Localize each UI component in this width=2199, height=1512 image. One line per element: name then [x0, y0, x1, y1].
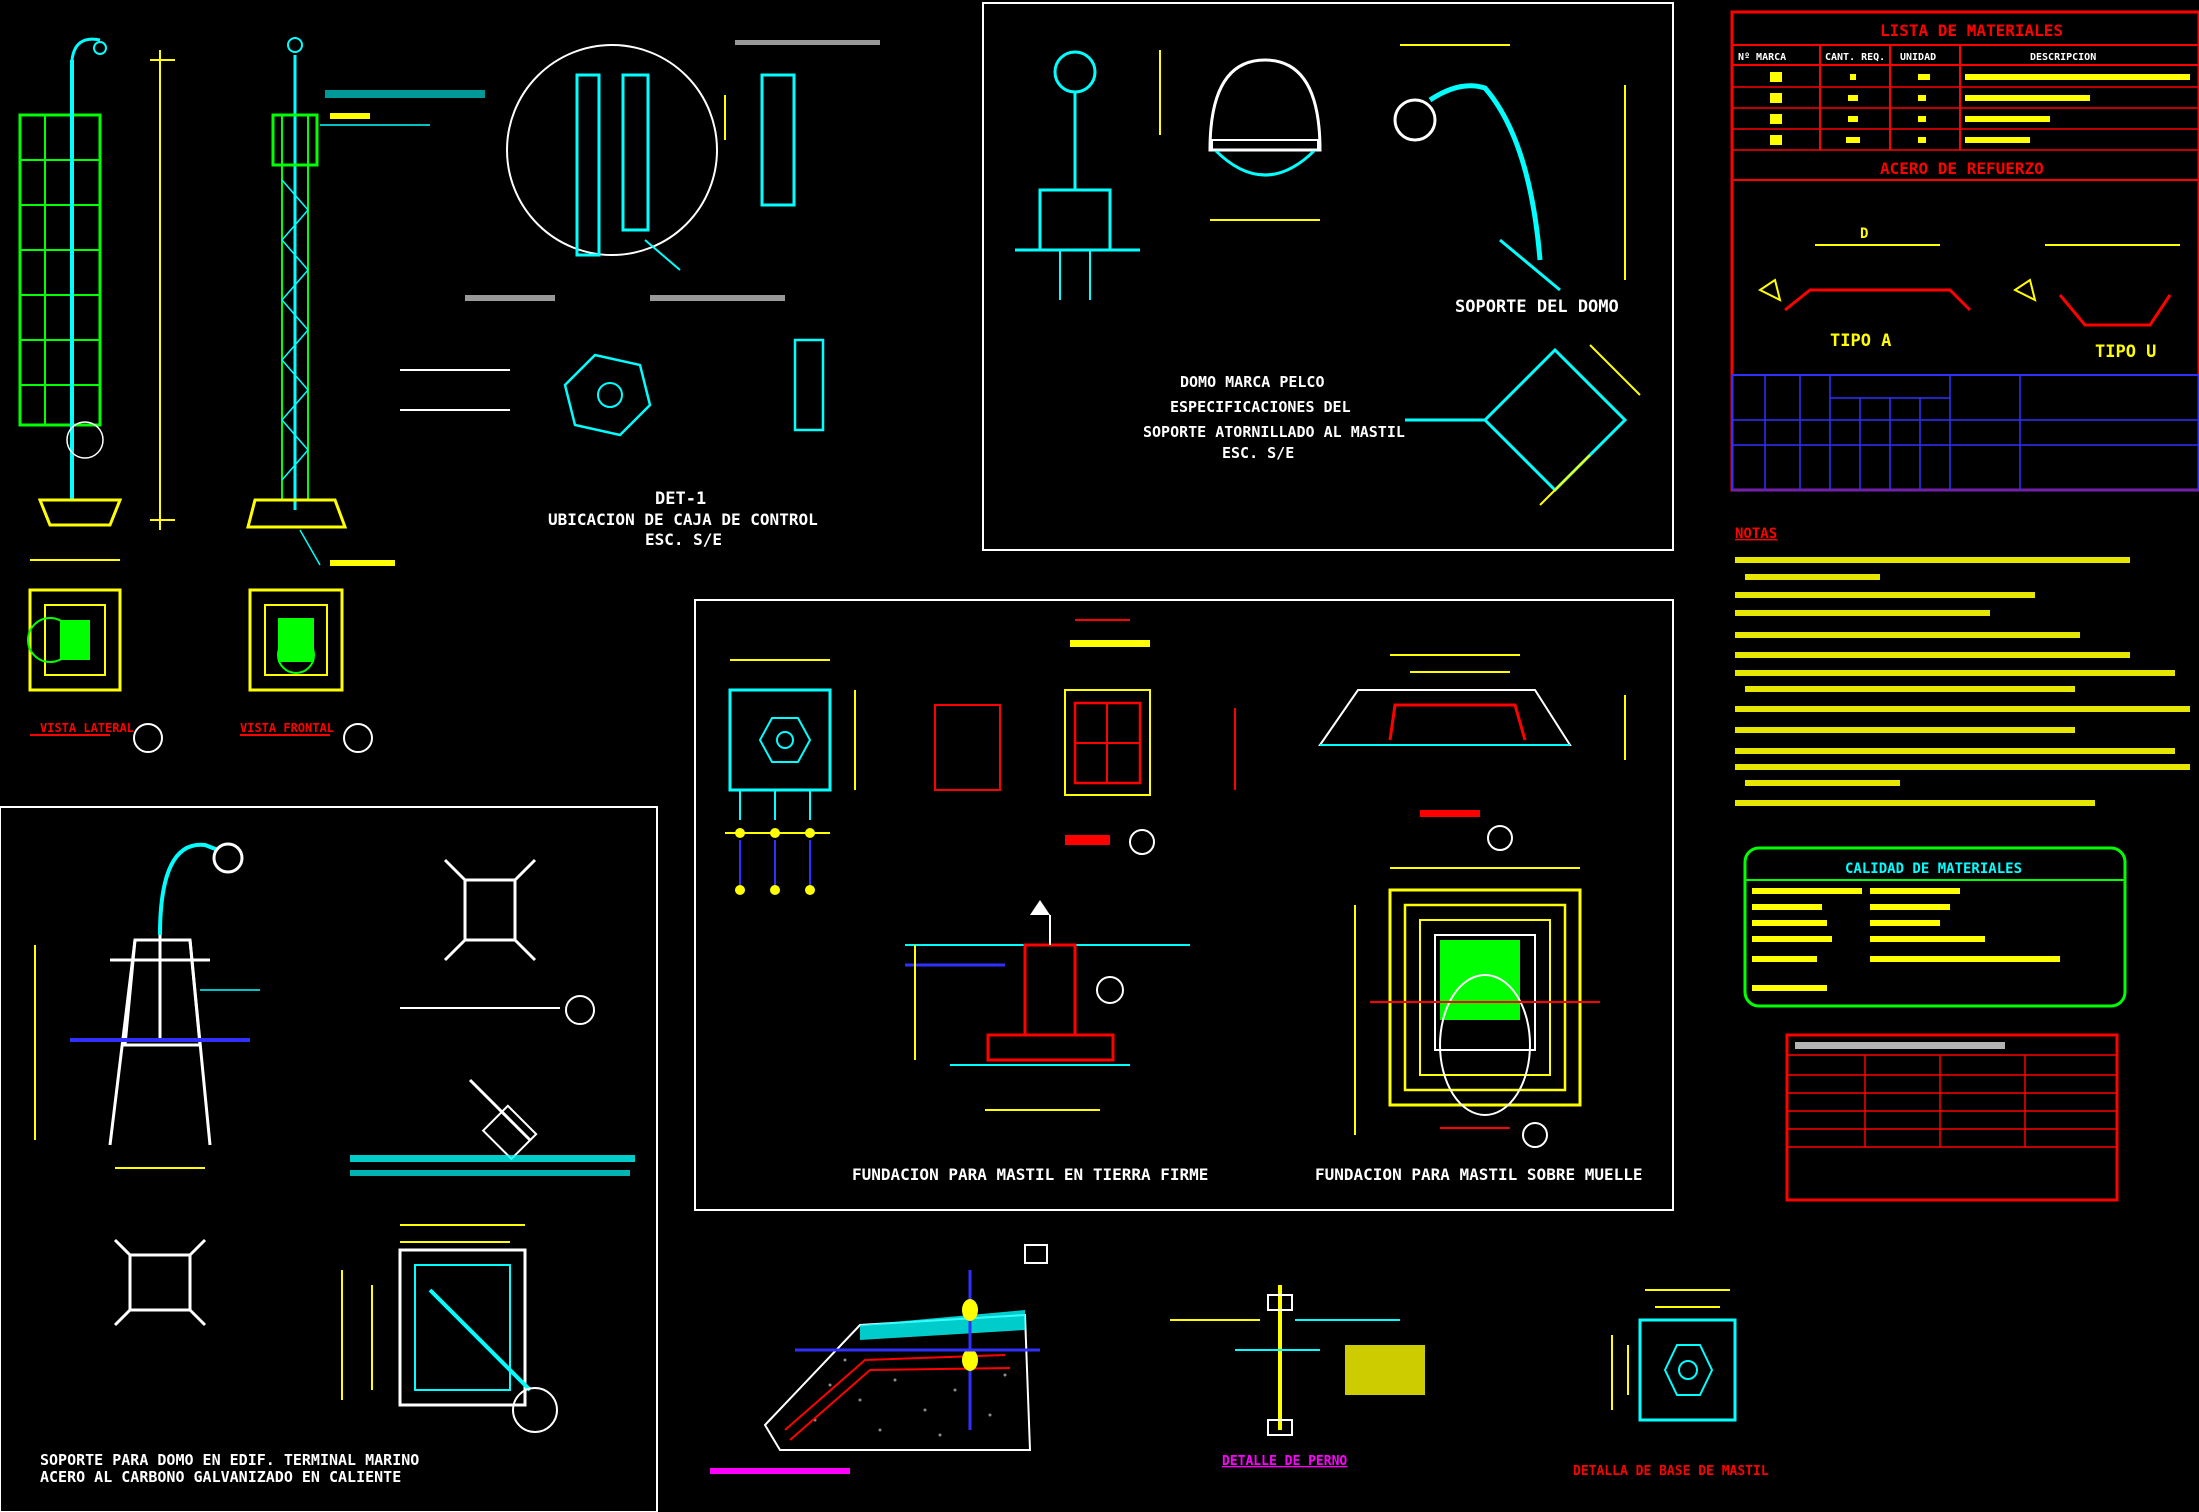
materials-col-4: DESCRIPCION — [2030, 52, 2096, 63]
dock-caption-1: SOPORTE PARA DOMO EN EDIF. TERMINAL MARI… — [40, 1451, 419, 1469]
notes-block: NOTAS — [1735, 526, 2190, 806]
det1-tag: DET-1 — [655, 489, 706, 509]
base-detail-label: DETALLA DE BASE DE MASTIL — [1573, 1464, 1769, 1479]
foundation-panel-frame — [694, 599, 1674, 1211]
rebar-dim-a: D — [1860, 226, 1868, 242]
footing-b-label: FUNDACION PARA MASTIL SOBRE MUELLE — [1315, 1165, 1643, 1184]
mast-lateral-view: VISTA LATERAL — [18, 37, 175, 753]
rebar-title: ACERO DE REFUERZO — [1880, 159, 2044, 178]
pin-detail-label: DETALLE DE PERNO — [1222, 1454, 1347, 1469]
dome-caption-2: ESPECIFICACIONES DEL — [1170, 398, 1351, 416]
materials-col-2: CANT. REQ. — [1825, 52, 1885, 63]
materials-list-table: LISTA DE MATERIALES Nº MARCA CANT. REQ. … — [1730, 10, 2199, 492]
dome-caption-3: SOPORTE ATORNILLADO AL MASTIL — [1143, 423, 1405, 441]
embankment-detail — [710, 1244, 1048, 1474]
view-lateral-label: VISTA LATERAL — [40, 721, 134, 735]
material-quality-box: CALIDAD DE MATERIALES — [1743, 846, 2127, 1008]
materials-col-1: Nº MARCA — [1738, 52, 1786, 63]
materials-title: LISTA DE MATERIALES — [1880, 21, 2063, 40]
dome-panel: SOPORTE DEL DOMO DOMO MARCA PELCO ESPECI… — [1015, 44, 1641, 506]
rebar-type-a: TIPO A — [1830, 331, 1891, 351]
quality-title: CALIDAD DE MATERIALES — [1845, 861, 2022, 877]
materials-col-3: UNIDAD — [1900, 52, 1936, 63]
pin-detail: DETALLE DE PERNO — [1170, 1285, 1425, 1469]
footing-a-label: FUNDACION PARA MASTIL EN TIERRA FIRME — [852, 1165, 1208, 1184]
dock-panel-frame — [0, 806, 658, 1512]
det1-scale: ESC. S/E — [645, 530, 722, 549]
dome-support-label: SOPORTE DEL DOMO — [1455, 297, 1619, 317]
det1-title: UBICACION DE CAJA DE CONTROL — [548, 510, 818, 529]
dome-caption-1: DOMO MARCA PELCO — [1180, 373, 1325, 391]
notes-title: NOTAS — [1735, 526, 1777, 542]
dock-panel: SOPORTE PARA DOMO EN EDIF. TERMINAL MARI… — [34, 842, 635, 1486]
det1-control-box-detail: DET-1 UBICACION DE CAJA DE CONTROL ESC. … — [400, 40, 880, 549]
rebar-type-u: TIPO U — [2095, 342, 2156, 362]
mast-base-detail: DETALLA DE BASE DE MASTIL — [1573, 1289, 1769, 1479]
dock-caption-2: ACERO AL CARBONO GALVANIZADO EN CALIENTE — [40, 1468, 401, 1486]
mast-frontal-view: VISTA FRONTAL — [240, 37, 485, 753]
foundation-panel: FUNDACION PARA MASTIL EN TIERRA FIRME FU… — [725, 619, 1643, 1184]
plan-title-block — [1785, 1033, 2119, 1202]
view-frontal-label: VISTA FRONTAL — [240, 721, 334, 735]
dome-caption-4: ESC. S/E — [1222, 444, 1294, 462]
dome-panel-frame — [982, 2, 1674, 551]
